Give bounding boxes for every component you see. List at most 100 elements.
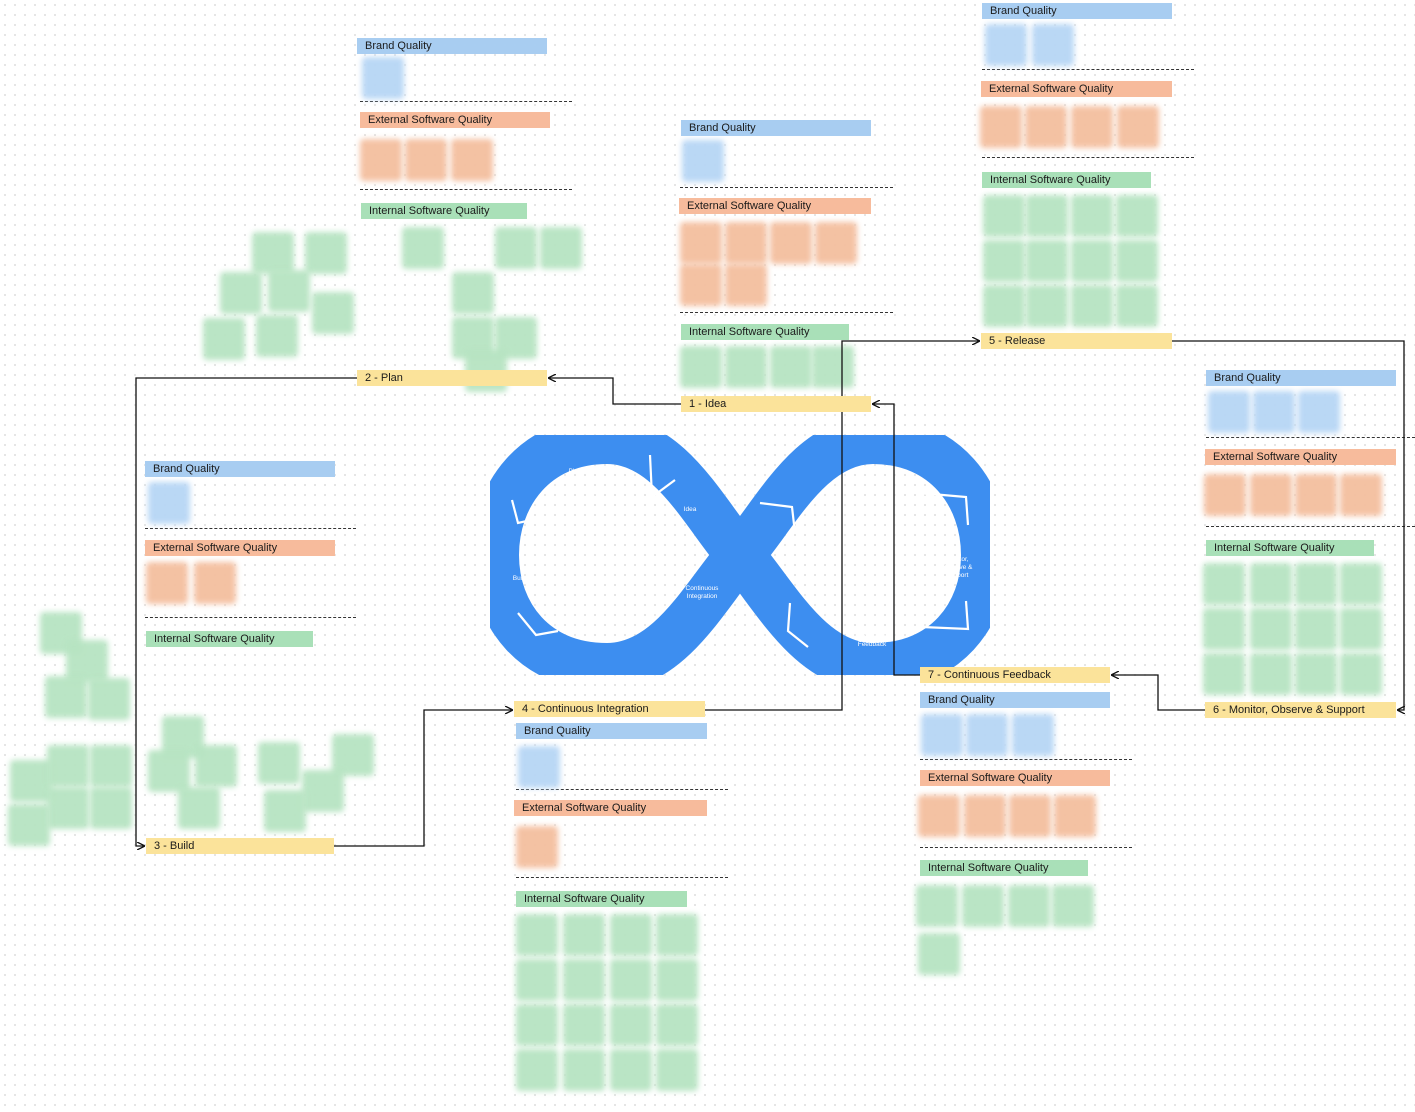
sticky-note[interactable] (516, 914, 558, 956)
sticky-note[interactable] (252, 232, 294, 274)
sticky-note[interactable] (1295, 653, 1337, 695)
sticky-note[interactable] (1025, 106, 1067, 148)
sticky-note[interactable] (1340, 653, 1382, 695)
sticky-note[interactable] (540, 227, 582, 269)
sticky-note[interactable] (495, 227, 537, 269)
sticky-note[interactable] (312, 292, 354, 334)
sticky-note[interactable] (8, 804, 50, 846)
plan-internal-quality-header[interactable]: Internal Software Quality (361, 203, 527, 219)
sticky-note[interactable] (983, 240, 1025, 282)
sticky-note[interactable] (1116, 285, 1158, 327)
sticky-note[interactable] (1340, 608, 1382, 650)
sticky-note[interactable] (610, 914, 652, 956)
sticky-note[interactable] (178, 787, 220, 829)
sticky-note[interactable] (1295, 563, 1337, 605)
sticky-note[interactable] (980, 106, 1022, 148)
sticky-note[interactable] (725, 264, 767, 306)
sticky-note[interactable] (264, 790, 306, 832)
feedback-brand-quality-header[interactable]: Brand Quality (920, 692, 1110, 708)
idea-internal-quality-header[interactable]: Internal Software Quality (681, 324, 849, 340)
sticky-note[interactable] (563, 1049, 605, 1091)
sticky-note[interactable] (1250, 653, 1292, 695)
sticky-note[interactable] (47, 745, 89, 787)
sticky-note[interactable] (1203, 608, 1245, 650)
sticky-note[interactable] (194, 562, 236, 604)
sticky-note[interactable] (812, 346, 854, 388)
sticky-note[interactable] (918, 933, 960, 975)
sticky-note[interactable] (1203, 653, 1245, 695)
connector-build-to-ci[interactable] (334, 710, 512, 847)
monitor-brand-quality-header[interactable]: Brand Quality (1206, 370, 1396, 386)
sticky-note[interactable] (1295, 474, 1337, 516)
sticky-note[interactable] (47, 787, 89, 829)
sticky-note[interactable] (516, 826, 558, 868)
sticky-note[interactable] (983, 285, 1025, 327)
sticky-note[interactable] (921, 714, 963, 756)
sticky-note[interactable] (680, 264, 722, 306)
sticky-note[interactable] (916, 885, 958, 927)
sticky-note[interactable] (1071, 285, 1113, 327)
sticky-note[interactable] (610, 1049, 652, 1091)
sticky-note[interactable] (983, 195, 1025, 237)
sticky-note[interactable] (1117, 106, 1159, 148)
sticky-note[interactable] (1203, 563, 1245, 605)
sticky-note[interactable] (1026, 240, 1068, 282)
sticky-note[interactable] (725, 346, 767, 388)
sticky-note[interactable] (362, 57, 404, 99)
sticky-note[interactable] (402, 227, 444, 269)
sticky-note[interactable] (610, 1004, 652, 1046)
stage-continuous-integration[interactable]: 4 - Continuous Integration (514, 701, 705, 717)
sticky-note[interactable] (268, 270, 310, 312)
sticky-note[interactable] (563, 959, 605, 1001)
sticky-note[interactable] (45, 676, 87, 718)
stage-build[interactable]: 3 - Build (146, 838, 334, 854)
sticky-note[interactable] (1208, 391, 1250, 433)
sticky-note[interactable] (452, 272, 494, 314)
sticky-note[interactable] (1026, 195, 1068, 237)
sticky-note[interactable] (1054, 795, 1096, 837)
sticky-note[interactable] (1250, 608, 1292, 650)
sticky-note[interactable] (258, 742, 300, 784)
sticky-note[interactable] (220, 272, 262, 314)
sticky-note[interactable] (146, 562, 188, 604)
sticky-note[interactable] (1250, 563, 1292, 605)
sticky-note[interactable] (1009, 795, 1051, 837)
sticky-note[interactable] (1032, 24, 1074, 66)
stage-monitor[interactable]: 6 - Monitor, Observe & Support (1205, 702, 1396, 718)
connector-idea-to-plan[interactable] (549, 378, 681, 405)
sticky-note[interactable] (1012, 714, 1054, 756)
sticky-note[interactable] (656, 1049, 698, 1091)
sticky-note[interactable] (1008, 885, 1050, 927)
sticky-note[interactable] (770, 346, 812, 388)
sticky-note[interactable] (966, 714, 1008, 756)
sticky-note[interactable] (90, 745, 132, 787)
sticky-note[interactable] (680, 222, 722, 264)
connector-monitor-to-feedback[interactable] (1112, 675, 1205, 711)
sticky-note[interactable] (656, 959, 698, 1001)
plan-external-quality-header[interactable]: External Software Quality (360, 112, 550, 128)
ci-external-quality-header[interactable]: External Software Quality (514, 800, 707, 816)
sticky-note[interactable] (1295, 608, 1337, 650)
sticky-note[interactable] (195, 745, 237, 787)
idea-external-quality-header[interactable]: External Software Quality (679, 198, 871, 214)
sticky-note[interactable] (66, 640, 108, 682)
sticky-note[interactable] (302, 770, 344, 812)
build-brand-quality-header[interactable]: Brand Quality (145, 461, 335, 477)
sticky-note[interactable] (1071, 195, 1113, 237)
sticky-note[interactable] (770, 222, 812, 264)
sticky-note[interactable] (256, 315, 298, 357)
sticky-note[interactable] (682, 140, 724, 182)
sticky-note[interactable] (405, 139, 447, 181)
build-internal-quality-header[interactable]: Internal Software Quality (146, 631, 313, 647)
sticky-note[interactable] (516, 1049, 558, 1091)
sticky-note[interactable] (451, 139, 493, 181)
sticky-note[interactable] (148, 482, 190, 524)
release-internal-quality-header[interactable]: Internal Software Quality (982, 172, 1151, 188)
sticky-note[interactable] (516, 1004, 558, 1046)
sticky-note[interactable] (1071, 106, 1113, 148)
sticky-note[interactable] (656, 914, 698, 956)
monitor-internal-quality-header[interactable]: Internal Software Quality (1206, 540, 1374, 556)
sticky-note[interactable] (1340, 563, 1382, 605)
sticky-note[interactable] (1071, 240, 1113, 282)
